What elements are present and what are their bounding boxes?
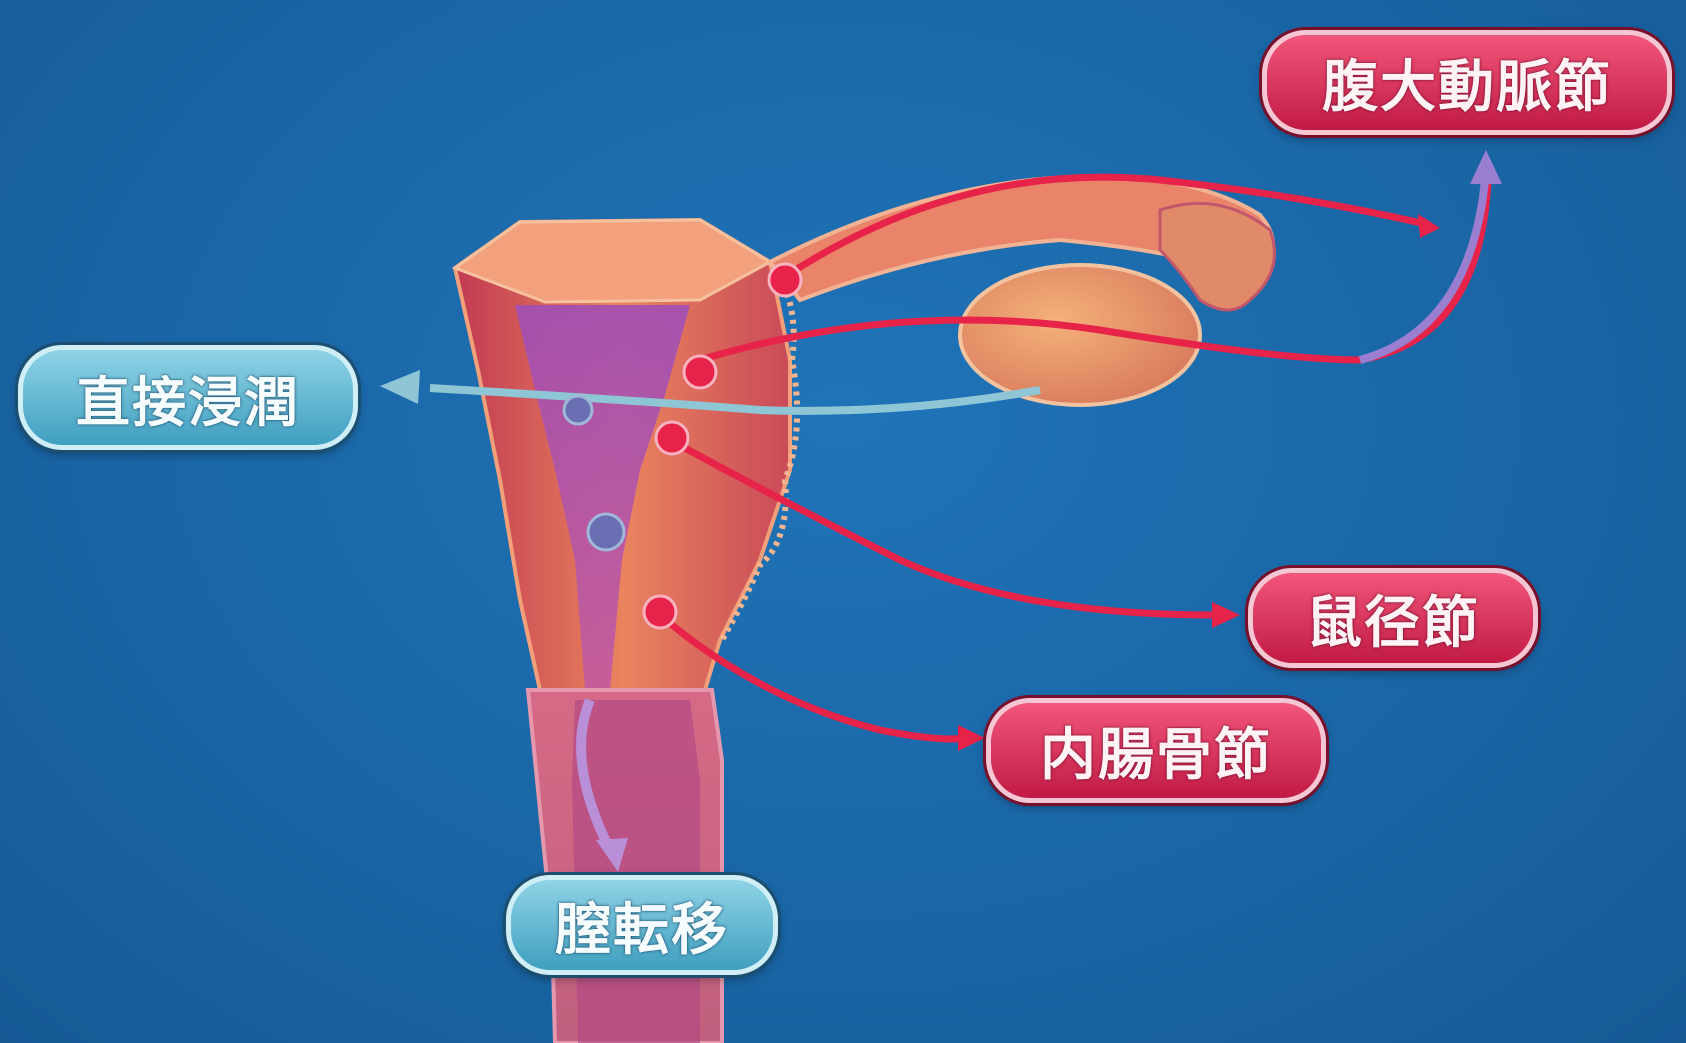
vaginal-canal xyxy=(572,700,700,1043)
label-para-aortic-nodes: 腹大動脈節 xyxy=(1262,30,1672,135)
arrowhead-internal-iliac xyxy=(958,725,985,751)
arrowhead-inguinal xyxy=(1212,602,1240,628)
label-internal-iliac-nodes: 内腸骨節 xyxy=(986,698,1326,803)
ovary xyxy=(960,265,1200,405)
tumor-marker xyxy=(588,514,624,550)
arrowhead-para-aortic xyxy=(1470,150,1502,184)
lymph-node-marker xyxy=(656,422,688,454)
arrowhead-upper xyxy=(1418,214,1440,238)
lymph-node-marker xyxy=(644,596,676,628)
label-direct-invasion: 直接浸潤 xyxy=(18,345,358,450)
label-inguinal-nodes: 鼠径節 xyxy=(1248,568,1538,668)
lymph-node-marker xyxy=(684,356,716,388)
arrowhead-direct xyxy=(380,370,420,404)
lymph-node-marker xyxy=(769,264,801,296)
label-vaginal-metastasis: 膣転移 xyxy=(506,875,778,975)
tumor-marker xyxy=(564,396,592,424)
